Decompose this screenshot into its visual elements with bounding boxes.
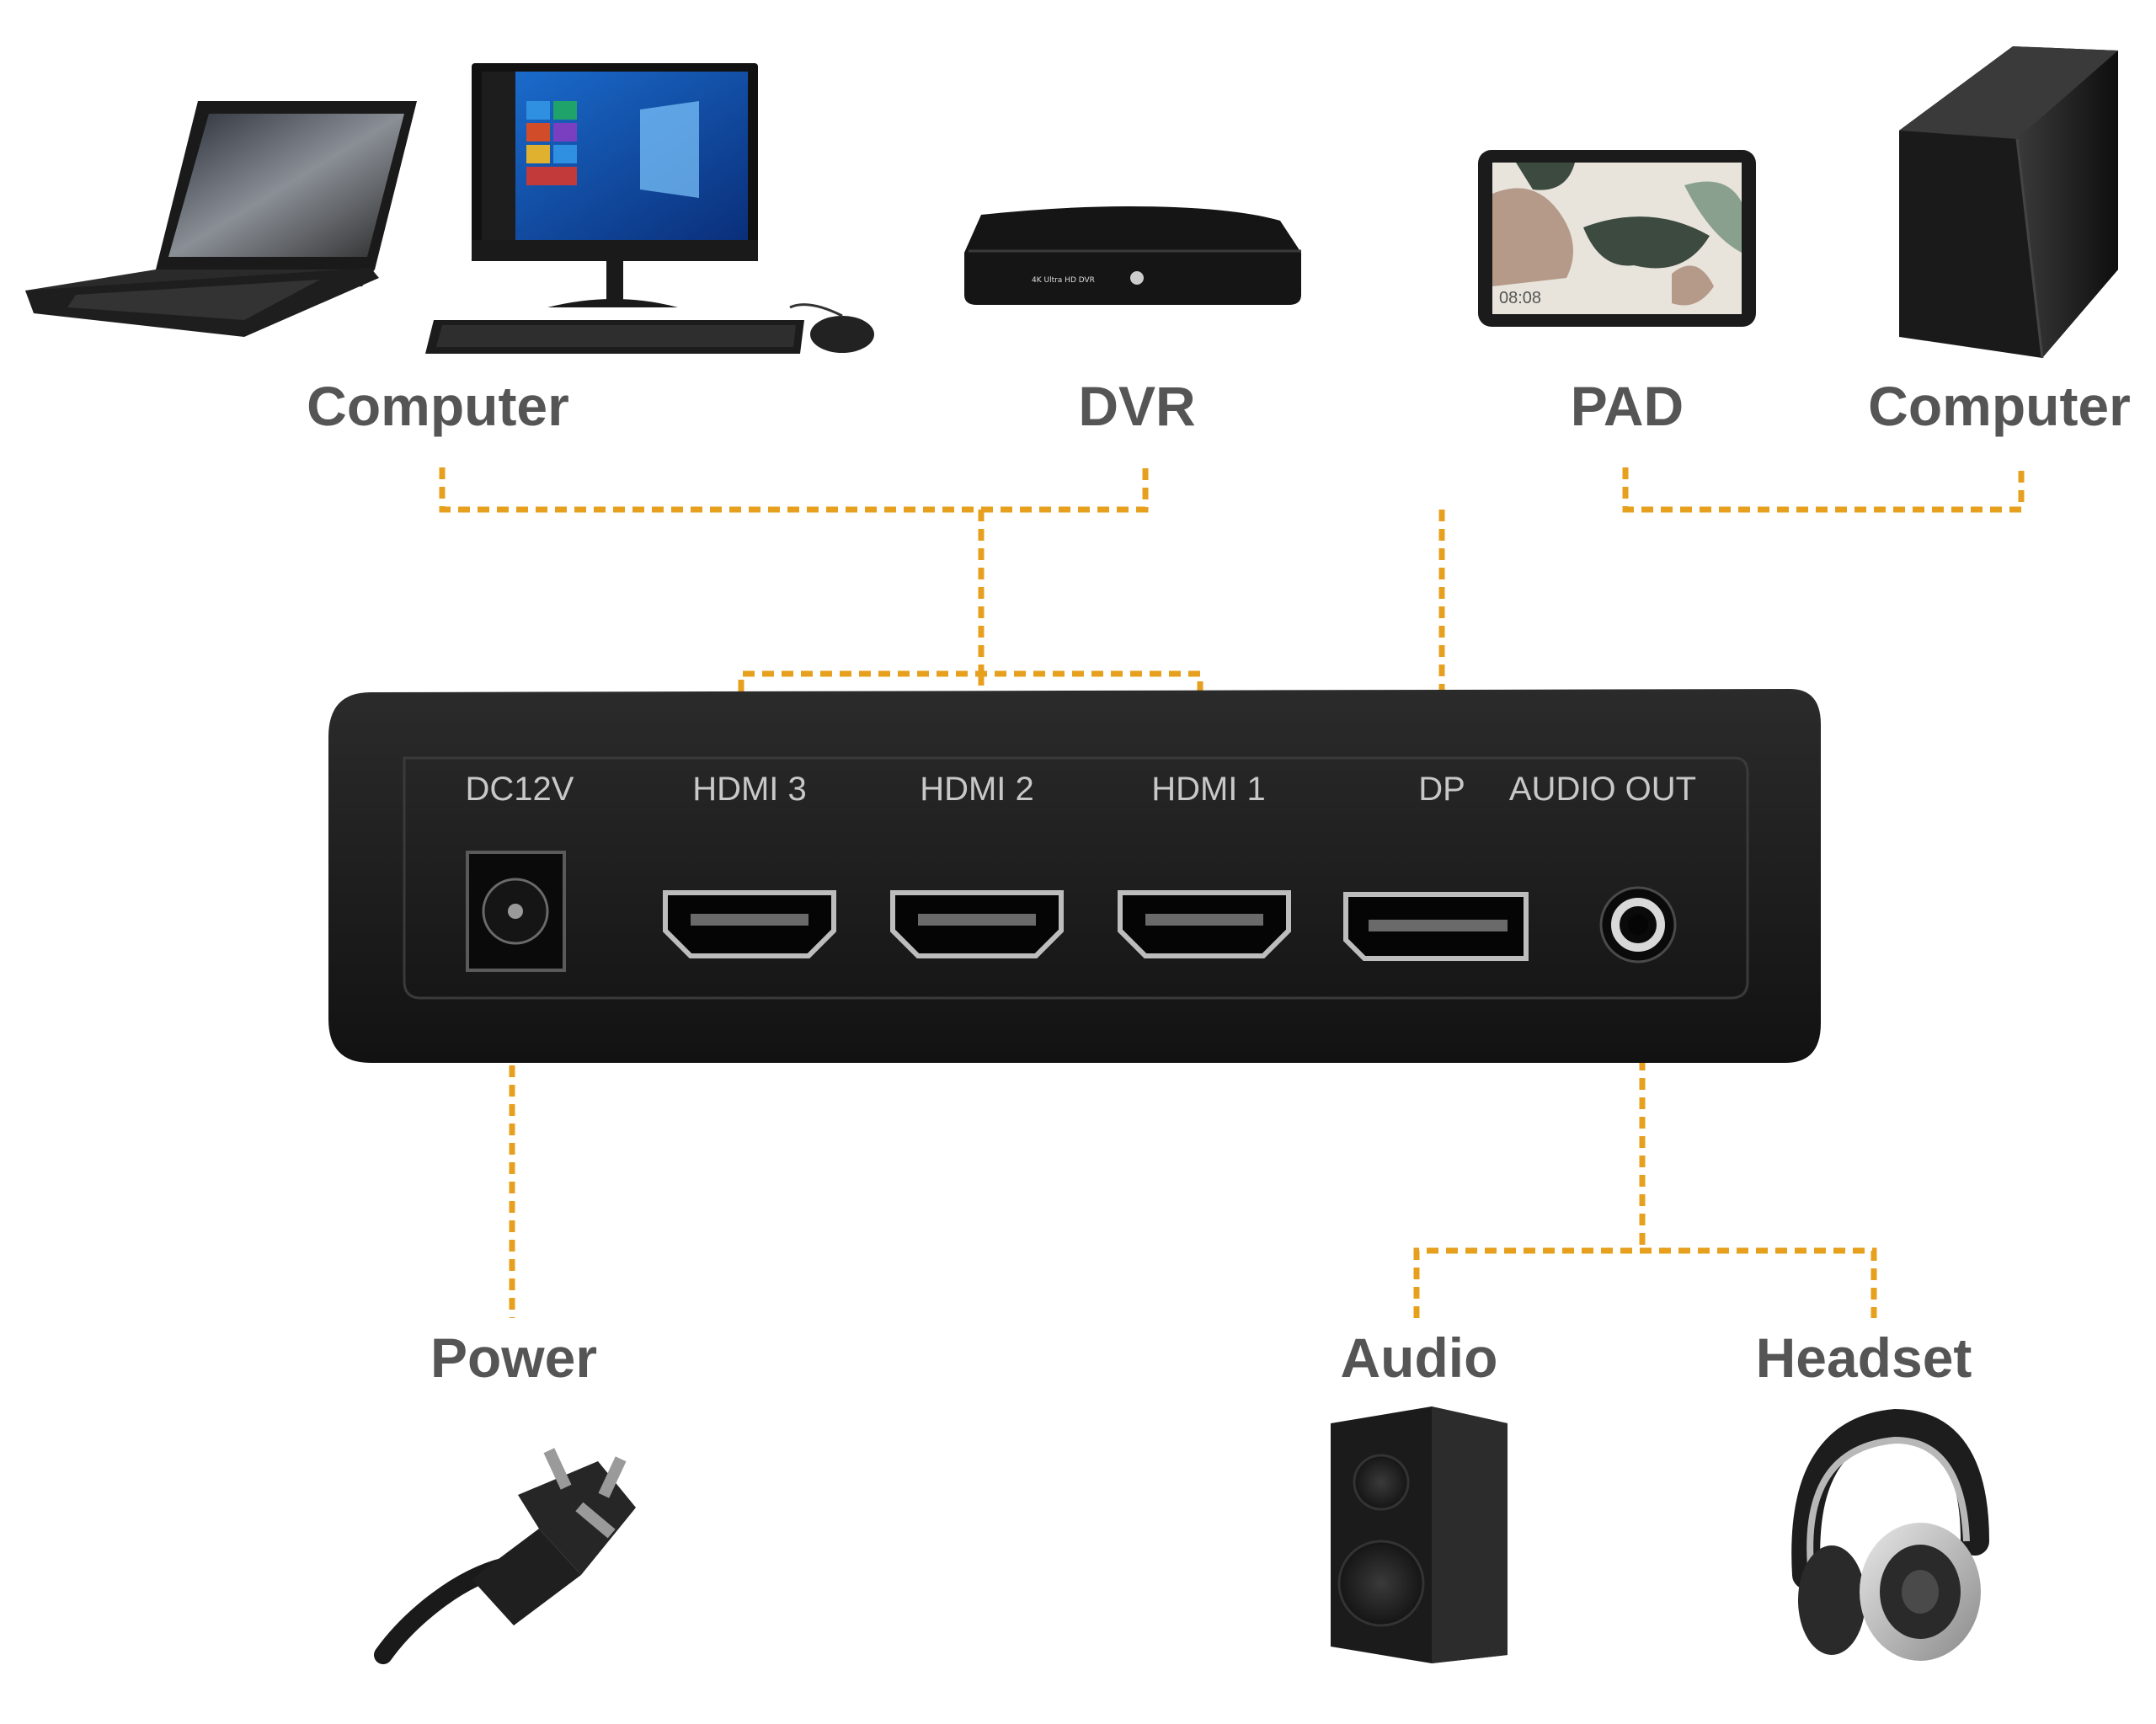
label-source-computer-left: Computer <box>307 375 569 437</box>
line-left-sources <box>439 467 1149 513</box>
dvr-model-text: 4K Ultra HD DVR <box>1032 276 1095 285</box>
displayport-icon <box>1343 892 1529 961</box>
port-label-hdmi2: HDMI 2 <box>920 771 1034 808</box>
hdmi-port-icon <box>890 890 1064 958</box>
hdmi-port-icon <box>1118 890 1291 958</box>
headphones-icon <box>1791 1408 1989 1661</box>
label-output-audio: Audio <box>1341 1326 1498 1389</box>
hdmi-port-icon <box>663 890 836 958</box>
dc-jack-icon <box>466 851 566 972</box>
port-label-dc: DC12V <box>466 771 574 808</box>
laptop-icon <box>25 101 417 337</box>
monitor-icon <box>472 63 758 307</box>
tablet-clock-text: 08:08 <box>1499 289 1541 307</box>
tower-pc-icon <box>1899 46 2118 359</box>
port-label-dp: DP <box>1418 771 1465 808</box>
label-source-pad: PAD <box>1571 375 1684 437</box>
mouse-icon <box>789 303 874 353</box>
keyboard-icon <box>425 320 804 354</box>
label-source-computer-right: Computer <box>1868 375 2131 437</box>
audio-jack-icon <box>1599 886 1677 963</box>
switch-box: DC12V HDMI 3 HDMI 2 HDMI 1 DP AUDIO OUT <box>328 689 1821 1063</box>
speaker-icon <box>1331 1406 1508 1663</box>
line-right-sources <box>1622 467 2025 513</box>
label-output-power: Power <box>430 1326 597 1389</box>
line-audio-split <box>1413 1247 1877 1318</box>
port-label-hdmi1: HDMI 1 <box>1151 771 1266 808</box>
port-label-audio-out: AUDIO OUT <box>1509 771 1696 808</box>
power-plug-icon <box>374 1448 636 1664</box>
dvr-icon: 4K Ultra HD DVR <box>964 206 1301 305</box>
label-source-dvr: DVR <box>1078 375 1195 437</box>
label-output-headset: Headset <box>1756 1326 1972 1389</box>
tablet-icon: 08:08 <box>1478 150 1756 327</box>
port-label-hdmi3: HDMI 3 <box>692 771 807 808</box>
